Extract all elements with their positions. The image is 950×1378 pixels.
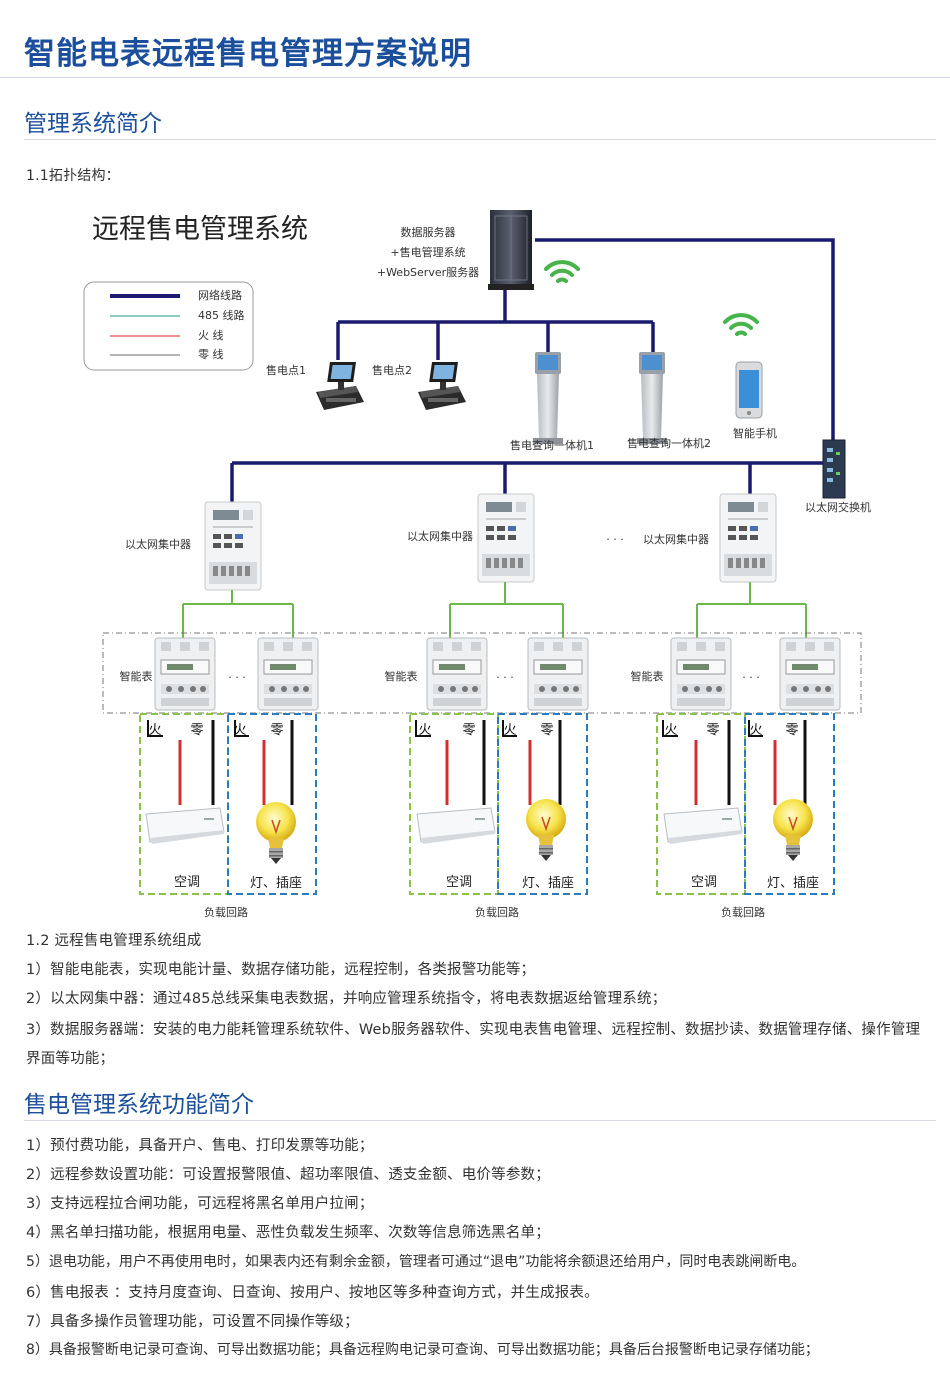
composition-item: 1）智能电能表，实现电能计量、数据存储功能，远程控制，各类报警功能等； — [26, 962, 536, 978]
concentrator-label: 以太网集中器 — [125, 537, 191, 551]
neutral-label: 零 — [270, 723, 283, 738]
air-conditioner-icon — [663, 807, 743, 845]
legend-neutral: 零 线 — [198, 347, 224, 361]
aircon-label: 空调 — [446, 875, 472, 890]
function-item: 3）支持远程拉合闸功能，可远程将黑名单用户拉闸； — [26, 1196, 374, 1212]
neutral-label: 零 — [785, 723, 798, 738]
fire-label: 火 — [233, 723, 246, 738]
load-group-2: 火 零 火 零 空调 灯、插座 负载回路 — [409, 713, 588, 919]
smartphone-icon — [735, 361, 763, 419]
composition-title: 1.2 远程售电管理系统组成 — [26, 933, 202, 949]
function-item: 5）退电功能，用户不再使用电时，如果表内还有剩余金额，管理者可通过“退电”功能将… — [26, 1254, 806, 1270]
neutral-label: 零 — [190, 723, 203, 738]
concentrator-label: 以太网集中器 — [643, 532, 709, 546]
neutral-label: 零 — [462, 723, 475, 738]
function-item: 6）售电报表 ：支持月度查询、日查询、按用户、按地区等多种查询方式，并生成报表。 — [26, 1285, 599, 1301]
kiosk-icon — [637, 352, 667, 444]
topology-diagram: 远程售电管理系统 网络线路 485 线路 火 线 零 线 数据服务器 +售电管理… — [83, 210, 871, 919]
server-label-1: 数据服务器 — [401, 225, 456, 239]
network-lines — [230, 238, 835, 502]
kiosk-icon — [533, 352, 563, 444]
wifi-icon — [723, 313, 759, 336]
air-conditioner-icon — [145, 807, 225, 845]
server-label-2: +售电管理系统 — [390, 245, 465, 259]
neutral-label: 零 — [706, 723, 719, 738]
load-group-3: 火 零 火 零 空调 灯、插座 负载回路 — [656, 713, 835, 919]
pos2-label: 售电点2 — [372, 363, 412, 377]
concentrator-icon — [719, 493, 777, 583]
composition-item: 3）数据服务器端：安装的电力能耗管理系统软件、Web服务器软件、实现电表售电管理… — [26, 1022, 921, 1067]
fire-label: 火 — [503, 723, 516, 738]
switch-label: 以太网交换机 — [805, 500, 871, 514]
smart-meter-icon — [154, 637, 216, 711]
smart-meter-icon — [527, 637, 589, 711]
server-icon — [488, 210, 534, 290]
lamp-label: 灯、插座 — [250, 876, 302, 891]
lamp-label: 灯、插座 — [522, 876, 574, 891]
air-conditioner-icon — [416, 807, 496, 845]
concentrator-label: 以太网集中器 — [407, 529, 473, 543]
title-divider — [0, 77, 950, 78]
pos1-label: 售电点1 — [266, 363, 306, 377]
load-label: 负载回路 — [721, 905, 765, 919]
section-title-functions: 售电管理系统功能简介 — [24, 1092, 254, 1118]
function-item: 4）黑名单扫描功能，根据用电量、恶性负载发生频率、次数等信息筛选黑名单； — [26, 1225, 550, 1241]
legend-network: 网络线路 — [198, 288, 242, 302]
fire-label: 火 — [418, 723, 431, 738]
section-title-management-system: 管理系统简介 — [24, 111, 162, 137]
light-bulb-icon — [772, 798, 814, 862]
smart-meter-icon — [426, 637, 488, 711]
smart-meter-icon — [779, 637, 841, 711]
ethernet-switch-icon — [822, 439, 846, 499]
concentrator-icon — [477, 493, 535, 583]
aircon-label: 空调 — [174, 875, 200, 890]
kiosk2-label: 售电查询一体机2 — [627, 436, 711, 450]
page-title: 智能电表远程售电管理方案说明 — [24, 36, 472, 72]
load-label: 负载回路 — [204, 905, 248, 919]
485-lines — [182, 582, 807, 640]
section-divider — [24, 1120, 936, 1121]
neutral-label: 零 — [540, 723, 553, 738]
ellipsis: · · · — [606, 533, 623, 546]
lamp-label: 灯、插座 — [767, 876, 819, 891]
section-divider — [24, 139, 936, 140]
smart-meter-icon — [670, 637, 732, 711]
light-bulb-icon — [255, 801, 297, 865]
meter-enclosure — [102, 632, 862, 714]
meter-label: 智能表 — [385, 669, 418, 683]
function-item: 8）具备报警断电记录可查询、可导出数据功能；具备远程购电记录可查询、可导出数据功… — [26, 1342, 819, 1358]
ellipsis: · · · — [742, 671, 759, 684]
pos-terminal-icon — [418, 362, 466, 410]
server-label-3: +WebServer服务器 — [377, 266, 479, 279]
ellipsis: · · · — [496, 671, 513, 684]
meter-label: 智能表 — [120, 669, 153, 683]
function-item: 1）预付费功能，具备开户、售电、打印发票等功能； — [26, 1138, 374, 1154]
phone-label: 智能手机 — [733, 426, 777, 440]
aircon-label: 空调 — [691, 875, 717, 890]
legend: 网络线路 485 线路 火 线 零 线 — [83, 281, 254, 371]
legend-fire: 火 线 — [198, 328, 224, 342]
ellipsis: · · · — [228, 671, 245, 684]
load-label: 负载回路 — [475, 905, 519, 919]
fire-label: 火 — [664, 723, 677, 738]
composition-item: 2）以太网集中器：通过485总线采集电表数据，并响应管理系统指令，将电表数据返给… — [26, 991, 667, 1007]
concentrator-icon — [204, 501, 262, 591]
diagram-title: 远程售电管理系统 — [92, 214, 308, 245]
function-item: 2）远程参数设置功能：可设置报警限值、超功率限值、透支金额、电价等参数； — [26, 1167, 550, 1183]
topology-label: 1.1拓扑结构： — [26, 168, 120, 184]
smart-meter-icon — [257, 637, 319, 711]
fire-label: 火 — [749, 723, 762, 738]
wifi-icon — [544, 260, 580, 283]
kiosk1-label: 售电查询一体机1 — [510, 438, 594, 452]
pos-terminal-icon — [316, 362, 364, 410]
function-item: 7）具备多操作员管理功能，可设置不同操作等级； — [26, 1314, 359, 1330]
legend-485: 485 线路 — [198, 308, 245, 322]
load-group-1: 火 零 火 零 空调 灯、插座 负载回路 — [139, 713, 317, 919]
light-bulb-icon — [525, 798, 567, 862]
fire-label: 火 — [148, 723, 161, 738]
meter-label: 智能表 — [631, 669, 664, 683]
